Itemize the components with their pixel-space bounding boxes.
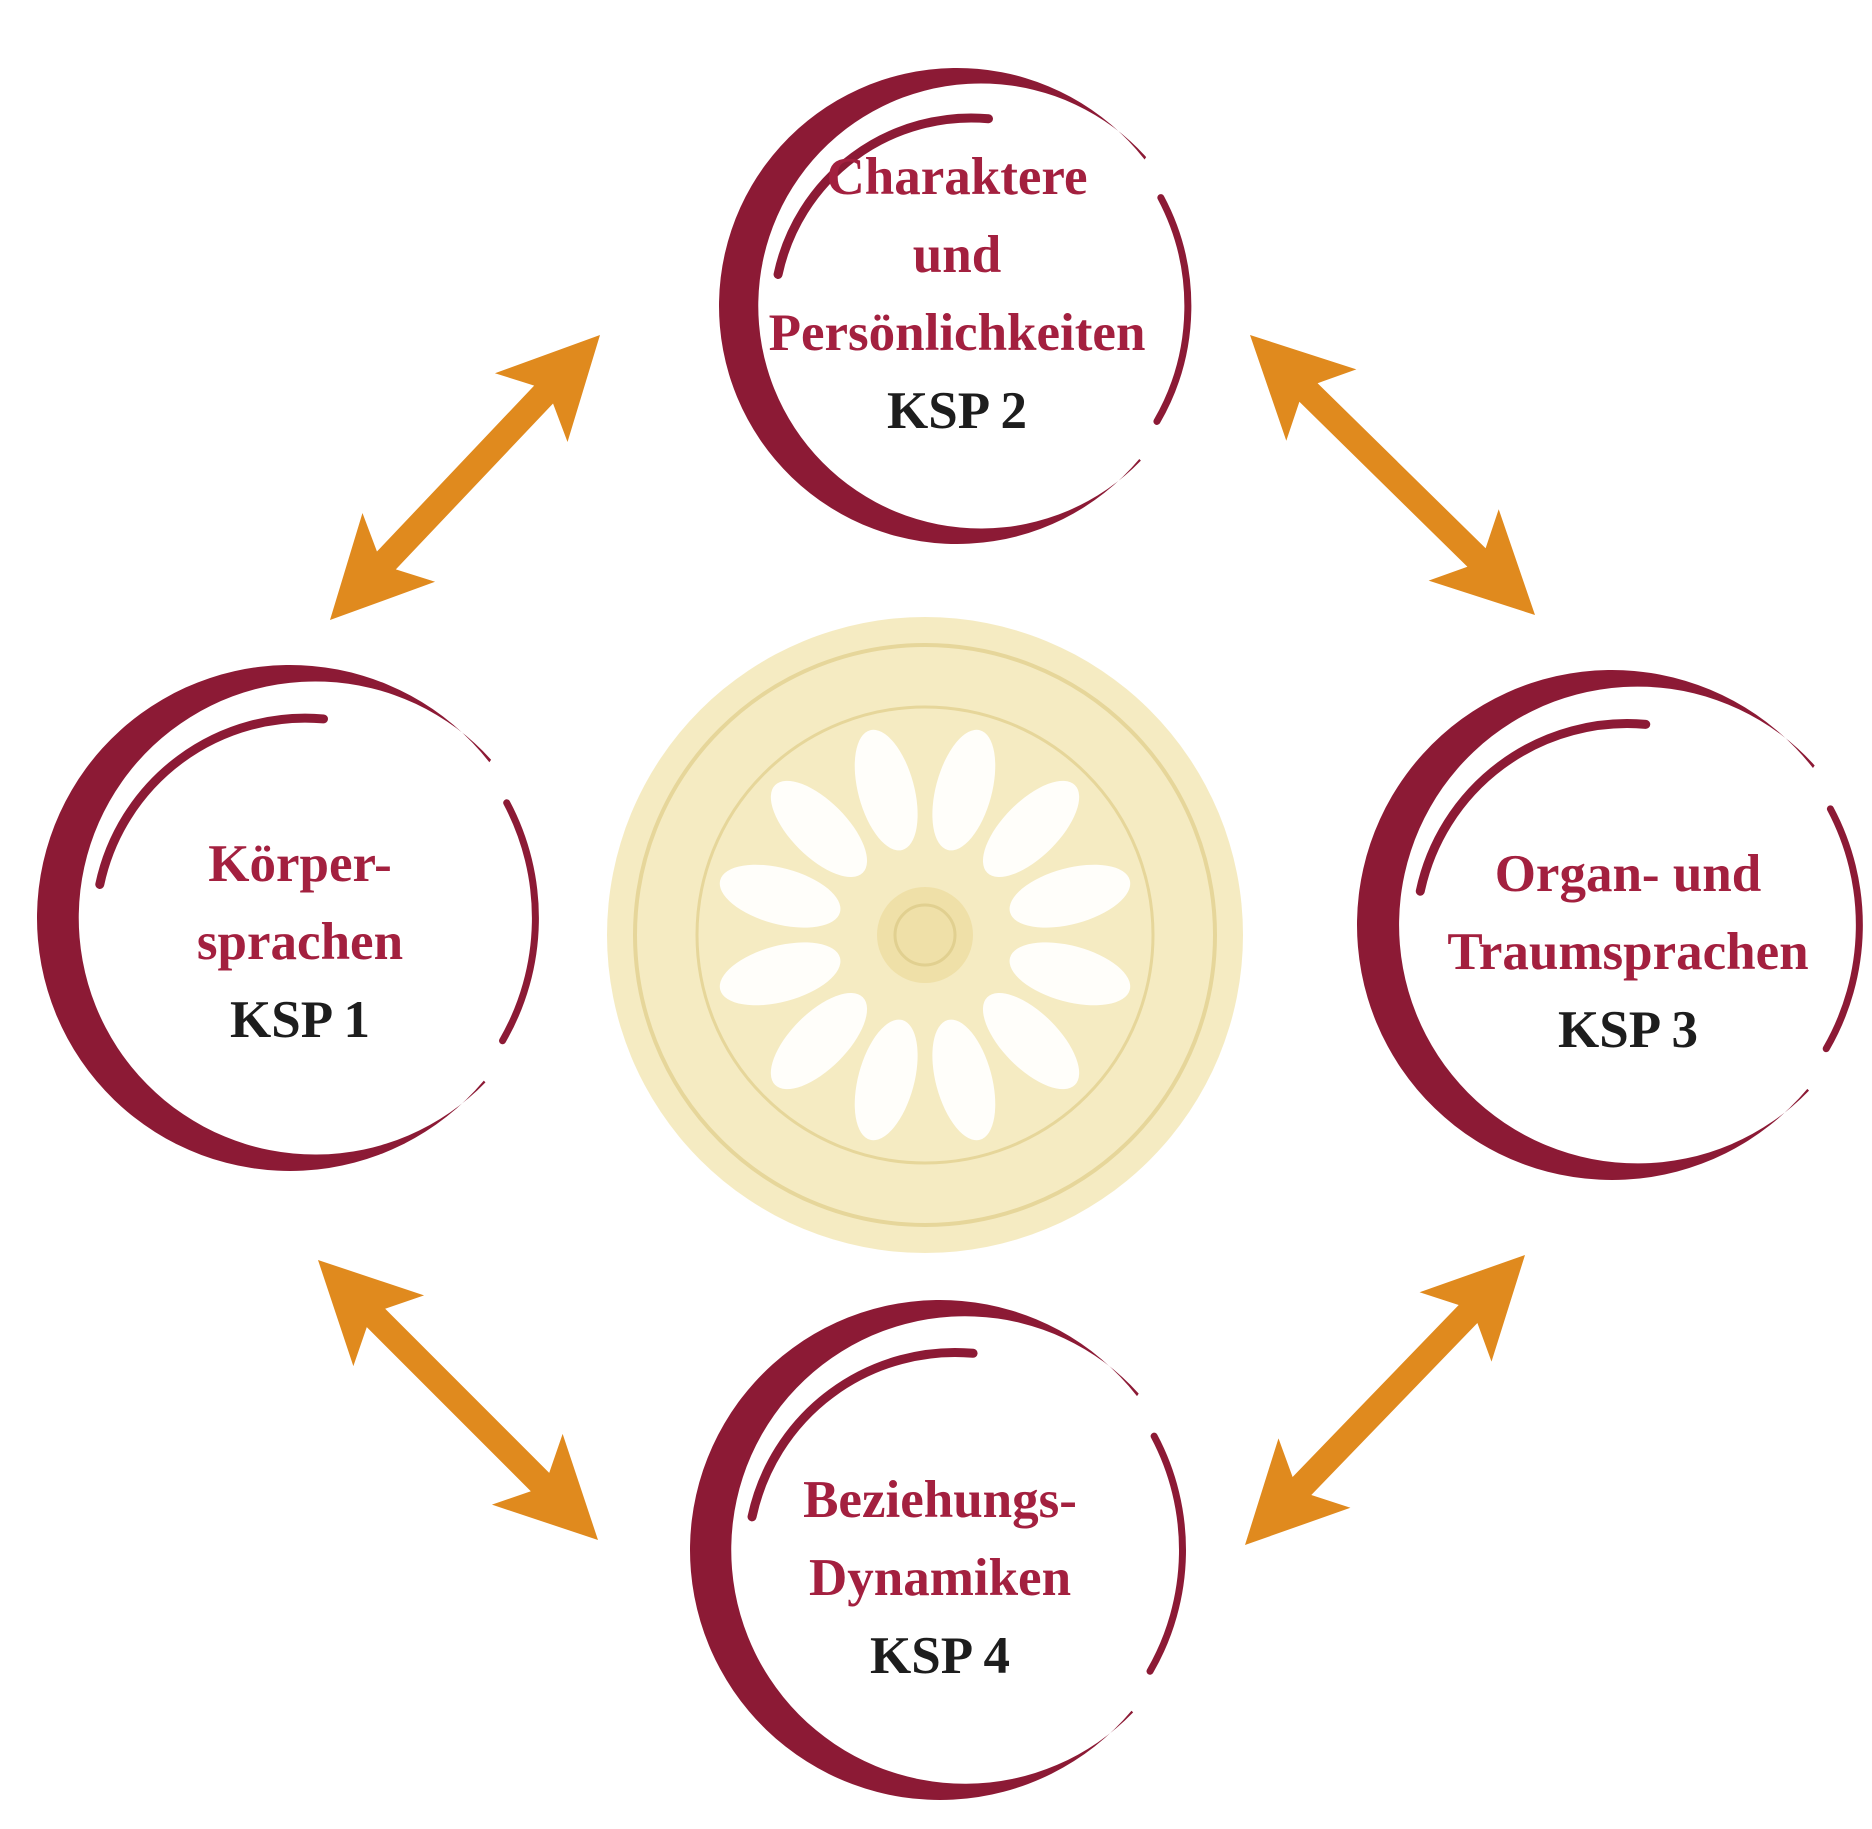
node-ksp2-label-line: und <box>912 226 1002 284</box>
wheel-spoke-window <box>932 729 996 851</box>
wheel-inner-rim <box>695 705 1155 1165</box>
ring-inner-arc <box>773 113 993 279</box>
node-ksp4-label-line: Dynamiken <box>808 1549 1072 1607</box>
wheel-spoke-window <box>1009 864 1131 928</box>
node-ksp2-label-line: Charaktere <box>826 148 1088 206</box>
connection-arrows <box>318 335 1535 1545</box>
node-ksp1-label-line: sprachen <box>196 913 404 971</box>
wheel-spoke-window <box>770 780 868 878</box>
wheel-spoke-window <box>854 1019 918 1141</box>
wheel-spoke-window <box>932 1019 996 1141</box>
node-rings <box>37 68 1863 1801</box>
node-ksp2-code: KSP 2 <box>887 382 1027 440</box>
node-ksp1: Körper- sprachen KSP 1 <box>197 825 403 1059</box>
wheel-spoke-window <box>982 992 1080 1090</box>
node-ring-ksp4 <box>690 1300 1186 1801</box>
node-ksp2-label-line: Persönlichkeiten <box>768 304 1146 362</box>
wheel-spoke-window <box>982 780 1080 878</box>
ring-outer-arc <box>1153 194 1192 425</box>
node-ksp2: Charaktere und Persönlichkeiten KSP 2 <box>769 138 1146 450</box>
double-headed-arrow-icon <box>330 335 600 620</box>
node-ksp3: Organ- und Traumsprachen KSP 3 <box>1447 835 1808 1069</box>
node-ring-ksp1 <box>37 665 539 1171</box>
ring-outer-arc <box>1146 1432 1186 1675</box>
ring-outer-arc <box>1822 805 1863 1053</box>
ring-inner-arc <box>1415 719 1651 896</box>
wheel-spoke-window <box>719 942 841 1006</box>
wheel-hub-ring <box>893 903 957 967</box>
node-ring-ksp2 <box>719 68 1192 545</box>
wheel-spoke-window <box>719 864 841 928</box>
node-ksp4-code: KSP 4 <box>870 1627 1010 1685</box>
wheel-rim <box>633 643 1217 1227</box>
dharma-wheel-icon <box>607 617 1243 1253</box>
node-ksp1-code: KSP 1 <box>230 991 370 1049</box>
ring-inner-arc <box>95 713 328 889</box>
double-headed-arrow-icon <box>318 1260 598 1540</box>
wheel-spoke-window <box>854 729 918 851</box>
double-headed-arrow-icon <box>1245 1255 1525 1545</box>
wheel-spoke-window <box>1009 942 1131 1006</box>
ring-outer-arc <box>499 799 539 1045</box>
node-ksp3-label-line: Traumsprachen <box>1447 923 1809 981</box>
node-ring-ksp3 <box>1357 670 1863 1181</box>
node-ksp4: Beziehungs- Dynamiken KSP 4 <box>803 1461 1077 1695</box>
node-ksp3-label-line: Organ- und <box>1494 845 1762 903</box>
wheel-spoke-window <box>770 992 868 1090</box>
node-ksp4-label-line: Beziehungs- <box>803 1471 1077 1529</box>
ring-inner-arc <box>747 1348 978 1522</box>
node-ksp1-label-line: Körper- <box>208 835 392 893</box>
wheel-hub <box>877 887 973 983</box>
double-headed-arrow-icon <box>1250 335 1535 615</box>
node-ksp3-code: KSP 3 <box>1558 1001 1698 1059</box>
